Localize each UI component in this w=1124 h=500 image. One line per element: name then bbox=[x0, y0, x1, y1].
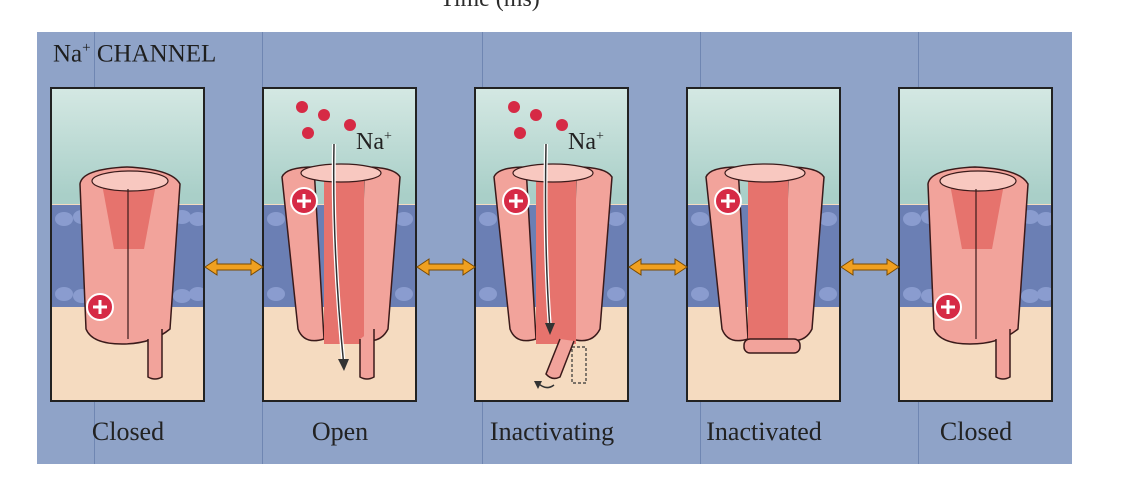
state-label-closed-2: Closed bbox=[939, 417, 1013, 446]
heading-sup: + bbox=[82, 40, 91, 56]
state-label-inactivated: Inactivated bbox=[706, 417, 822, 446]
transition-arrow bbox=[416, 258, 476, 276]
state-label-open: Open bbox=[311, 417, 369, 446]
state-label-closed: Closed bbox=[91, 417, 165, 446]
ion-label: Na+ bbox=[356, 129, 392, 156]
transition-arrow bbox=[840, 258, 900, 276]
panel-inactivated bbox=[686, 87, 841, 402]
panel-inactivating: Na+ bbox=[474, 87, 629, 402]
transition-arrow bbox=[204, 258, 264, 276]
ion-label: Na+ bbox=[568, 129, 604, 156]
transition-arrow bbox=[628, 258, 688, 276]
top-cut-caption: Time (ms) bbox=[440, 0, 540, 13]
ion-label-sup: + bbox=[383, 129, 392, 144]
state-label-inactivating: Inactivating bbox=[489, 417, 615, 446]
panel-open: Na+ bbox=[262, 87, 417, 402]
panel-closed-1 bbox=[50, 87, 205, 402]
na-channel-figure: Na+ CHANNEL bbox=[37, 32, 1072, 464]
heading-rest: CHANNEL bbox=[90, 40, 217, 68]
figure-heading: Na+ CHANNEL bbox=[53, 40, 216, 68]
ion-label-main: Na bbox=[568, 129, 596, 155]
panel-closed-2 bbox=[898, 87, 1053, 402]
ion-label-main: Na bbox=[356, 129, 384, 155]
ion-label-sup: + bbox=[595, 129, 604, 144]
heading-na: Na bbox=[53, 40, 83, 68]
